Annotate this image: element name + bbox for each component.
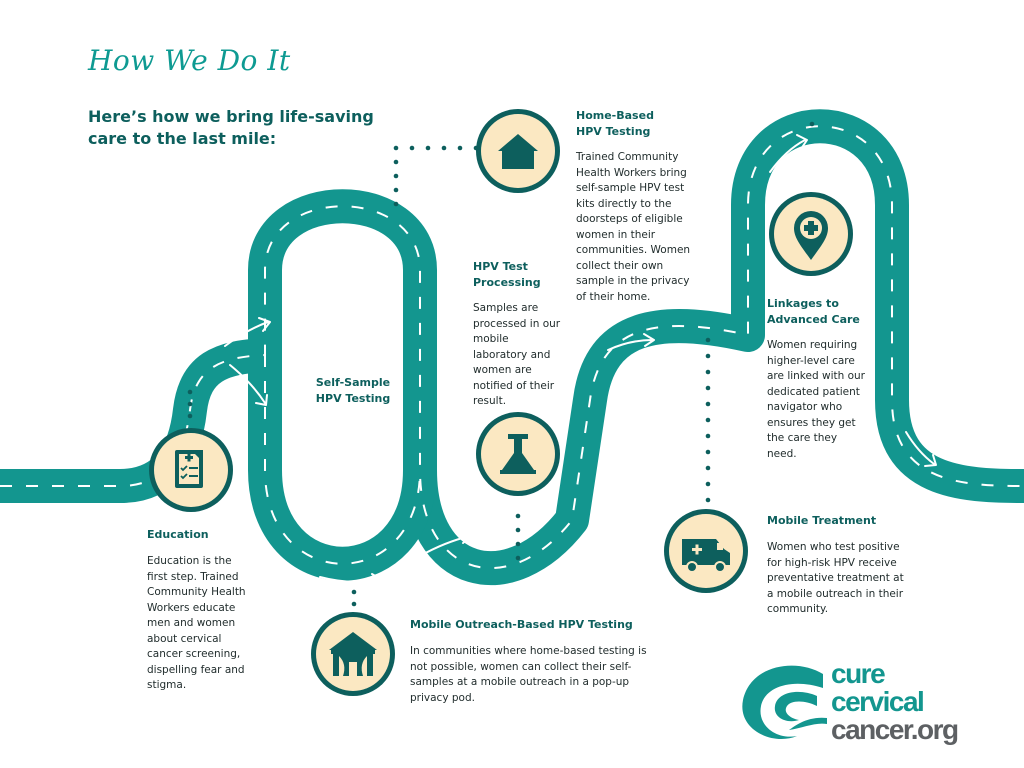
step-home-based-body: Trained Community Health Workers bring s…	[576, 151, 691, 303]
step-mobile-outreach-body: In communities where home-based testing …	[410, 645, 647, 704]
swirl-logo-icon	[742, 665, 827, 739]
direction-arrows	[117, 134, 937, 587]
house-icon	[476, 109, 560, 193]
dotted-connectors	[187, 121, 815, 607]
road-dashes	[0, 125, 1024, 569]
road-branch-dashes	[264, 355, 421, 565]
step-self-sample-title: Self-Sample HPV Testing	[315, 376, 391, 405]
logo-line-cancer-org: cancer.org	[831, 714, 959, 745]
clipboard-checklist-icon	[149, 428, 233, 512]
step-advanced-care-body: Women requiring higher-level care are li…	[767, 339, 865, 460]
tent-icon	[311, 612, 395, 696]
step-mobile-treatment-title: Mobile Treatment	[767, 514, 877, 527]
step-advanced-care-title: Linkages to Advanced Care	[767, 297, 860, 326]
step-education-title: Education	[147, 528, 209, 541]
page-subtitle: Here’s how we bring life-saving care to …	[88, 107, 374, 148]
logo-line-cervical: cervical	[831, 686, 925, 717]
step-education-body: Education is the first step. Trained Com…	[147, 555, 246, 691]
step-test-processing-body: Samples are processed in our mobile labo…	[473, 302, 561, 407]
step-home-based-title: Home-Based HPV Testing	[576, 109, 654, 138]
step-test-processing-title: HPV Test Processing	[473, 260, 541, 289]
page-title: How We Do It	[88, 44, 291, 77]
ambulance-van-icon	[664, 509, 748, 593]
logo-line-cure: cure	[831, 658, 886, 689]
step-mobile-outreach-title: Mobile Outreach-Based HPV Testing	[410, 618, 633, 631]
lab-flask-icon	[476, 412, 560, 496]
logo: cure cervical cancer.org	[737, 660, 1007, 750]
location-pin-cross-icon	[769, 192, 853, 276]
step-mobile-treatment-body: Women who test positive for high-risk HP…	[767, 541, 904, 615]
